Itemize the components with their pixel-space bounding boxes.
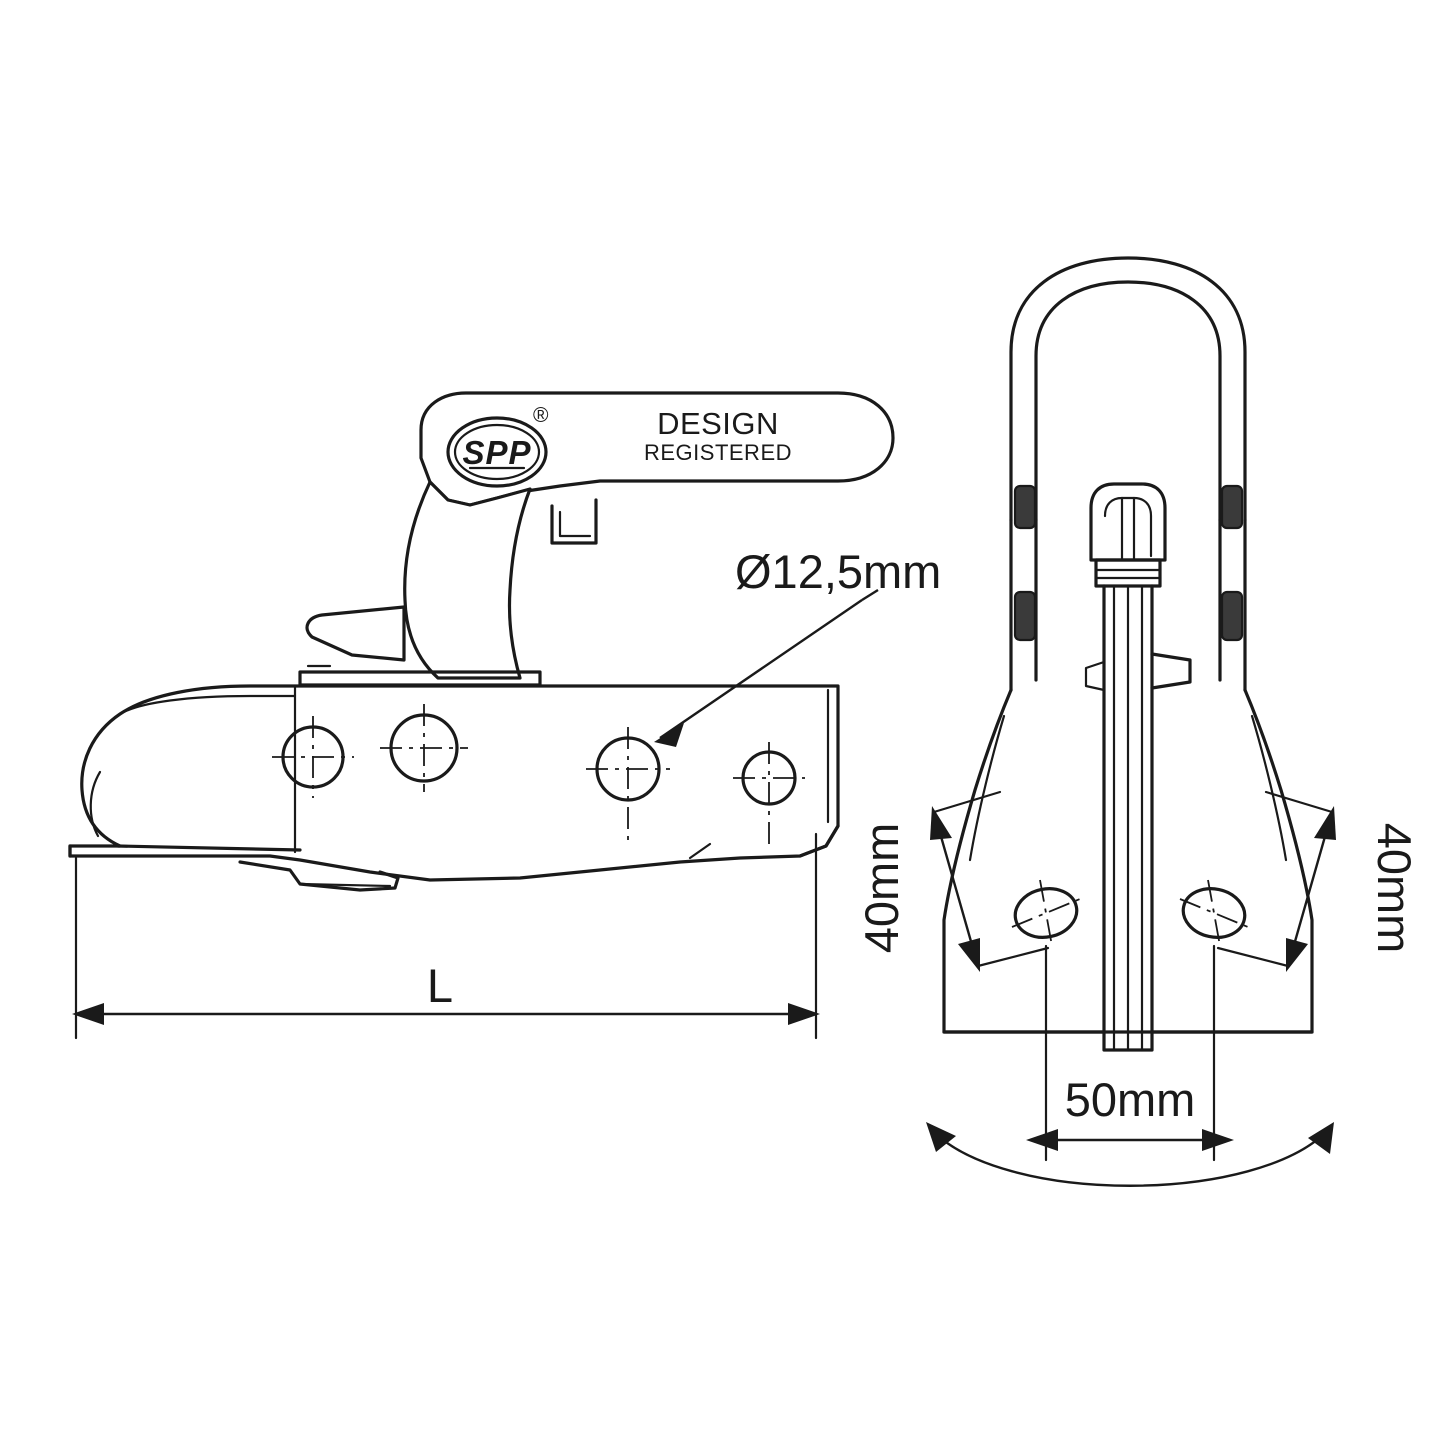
length-arrow-left [72,1003,104,1025]
design-text-line1: DESIGN [657,406,779,441]
lower-lever [238,860,400,892]
spindle-collar [1094,558,1162,588]
front-flange-left-inner [968,714,1006,862]
front-handle-outer [1009,256,1247,522]
handle-pad-left-lower [1013,590,1037,642]
spp-logo: SPP [446,416,548,488]
length-arrow-right [788,1003,820,1025]
shaft-tab-right [1150,652,1192,690]
coupling-body-outline [68,684,840,882]
bolt-hole-1 [272,716,354,798]
bolt-hole-3 [586,727,670,840]
oval-hole-right [1179,879,1249,947]
spacing-40mm-left-ext-top [932,790,1002,814]
spacing-40mm-left-ext-bottom [976,946,1050,968]
spindle-cap [1089,482,1167,562]
diameter-leader-line [659,599,863,739]
lower-chamfer [688,842,712,860]
bottom-arc-arrow-left [926,1122,956,1152]
front-handle-inner [1034,280,1222,522]
spacing-40mm-right-arrow-bottom [1286,938,1308,972]
bottom-radius-arc [929,1127,1331,1187]
handle-pad-right-lower [1220,590,1244,642]
spacing-40mm-left-arrow-bottom [958,938,980,972]
spacing-50mm-arrow-left [1026,1129,1058,1151]
body-right-notch [798,824,840,858]
spp-logo-text: SPP [462,434,531,471]
design-text-line2: REGISTERED [644,440,792,465]
oval-hole-left [1011,879,1081,947]
hole-diameter-label: Ø12,5mm [735,545,941,598]
safety-catch-lever [305,605,406,662]
spacing-50mm-label: 50mm [1065,1073,1196,1126]
spacing-40mm-right-ext-bottom [1216,946,1290,968]
body-inner-curve-2 [89,770,102,838]
registered-mark: ® [533,404,549,427]
latch-tab [550,498,598,545]
bolt-hole-4 [733,742,805,845]
coupling-handle [419,391,895,507]
spindle-cap-inner [1103,496,1153,558]
spacing-40mm-right-ext-top [1264,790,1334,814]
bolt-hole-2 [380,704,468,792]
side-view-group [68,391,895,1040]
diameter-leader-shelf [861,588,879,602]
spacing-40mm-right-arrow-top [1314,806,1336,840]
front-flange-right [1150,688,1314,1034]
shaft-tab-left [1084,660,1106,692]
spacing-40mm-right-label: 40mm [1368,823,1421,954]
spacing-40mm-left-label: 40mm [855,823,908,954]
spacing-40mm-left-arrow-top [930,806,952,840]
length-label: L [427,959,453,1012]
front-flange-left [942,688,1106,1034]
handle-neck [403,480,532,680]
latch-tab-inner [558,510,592,538]
front-flange-right-inner [1250,714,1288,862]
diameter-leader-arrowhead [654,723,684,747]
body-inner-curve-1 [118,694,297,716]
spacing-50mm-arrow-right [1202,1129,1234,1151]
lower-lever-detail [298,882,392,888]
bottom-arc-arrow-right [1308,1122,1334,1154]
handle-pad-right-upper [1220,484,1244,530]
body-lip-line [116,844,302,852]
front-view-group [926,256,1336,1187]
handle-pad-left-upper [1013,484,1037,530]
